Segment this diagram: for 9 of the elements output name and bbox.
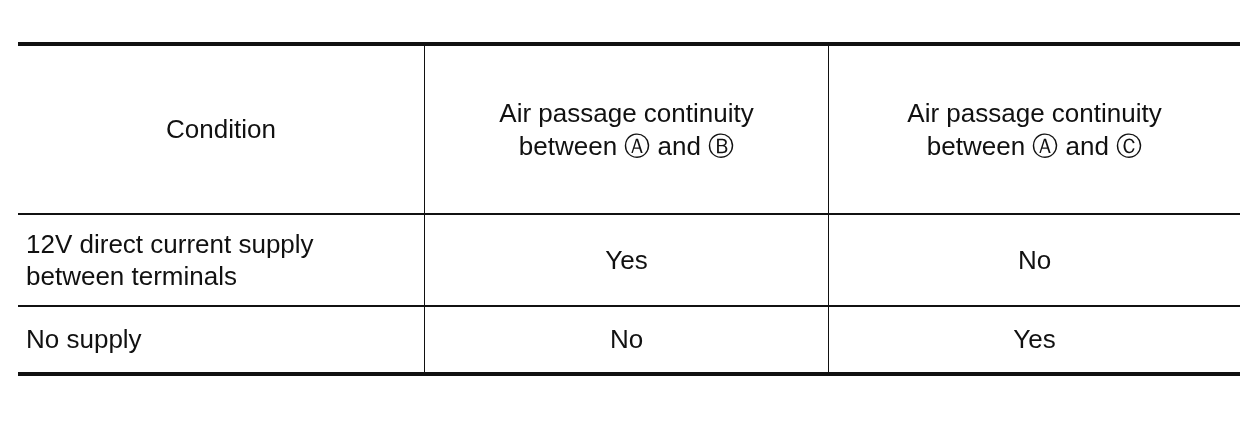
column-header: Condition	[166, 113, 276, 146]
table-text: No supply	[26, 323, 142, 356]
column-header: Air passage continuity between Ⓐ and Ⓒ	[906, 97, 1163, 162]
table-text: Yes	[605, 243, 648, 277]
table-text: 12V direct current supply between terminals	[26, 227, 315, 293]
table-text: No	[609, 323, 644, 356]
table-text: Yes	[1013, 323, 1056, 356]
column-header: Air passage continuity between Ⓐ and Ⓑ	[498, 97, 755, 162]
table-text: No	[1017, 243, 1052, 277]
